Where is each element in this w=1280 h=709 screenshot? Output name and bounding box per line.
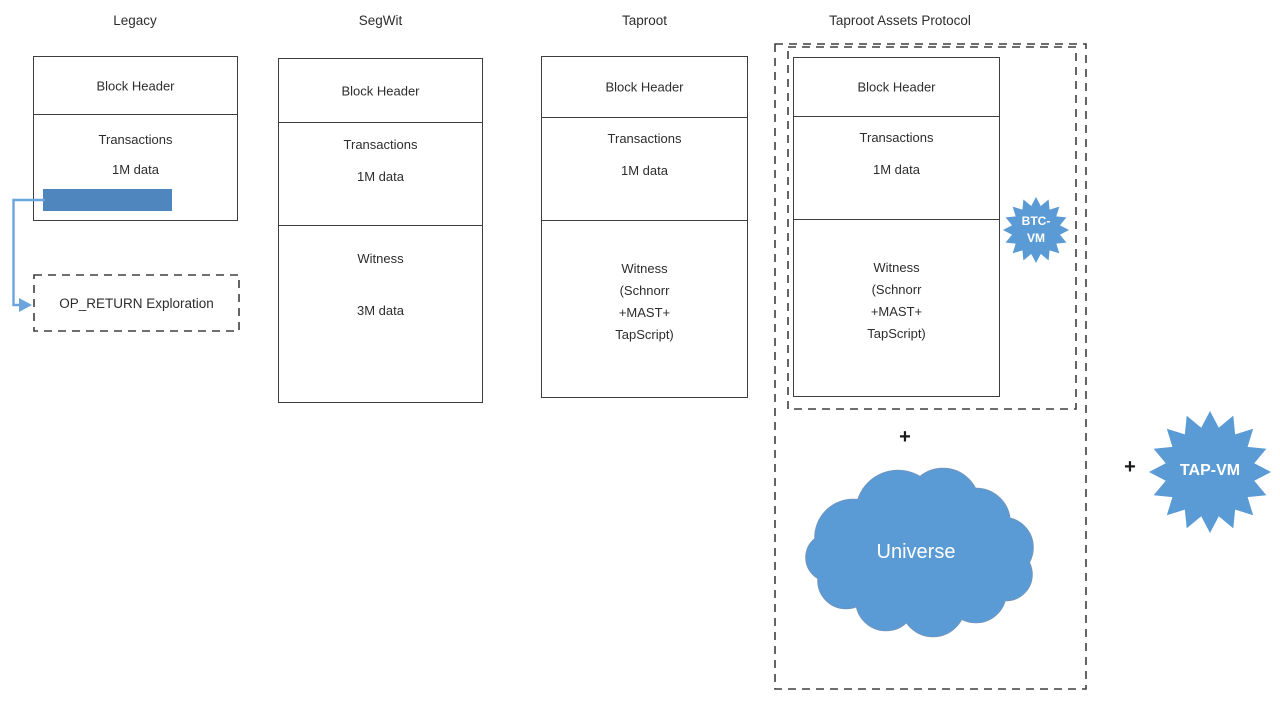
btc-vm-label: BTC- VM [1003,213,1069,247]
segwit-transactions-size-label: 1M data [357,169,404,184]
segwit-witness-size-label: 3M data [357,303,404,318]
universe-label: Universe [876,541,956,563]
taproot-assets-inner-dashed-box [787,46,1077,410]
taproot-assets-witness-line: (Schnorr [871,282,922,297]
segwit-transactions-section: Transactions 1M data [279,123,482,226]
universe-cloud-icon [805,467,1034,638]
segwit-block: Block Header Transactions 1M data Witnes… [278,58,483,403]
segwit-witness-section: Witness 3M data [279,226,482,402]
taproot-assets-witness-section: Witness (Schnorr +MAST+ TapScript) [794,220,999,396]
op-return-arrow [12,198,45,312]
taproot-assets-title: Taproot Assets Protocol [829,13,971,28]
segwit-block-header-label: Block Header [341,83,420,98]
taproot-block: Block Header Transactions 1M data Witnes… [541,56,748,398]
taproot-witness-section: Witness (Schnorr +MAST+ TapScript) [542,221,747,397]
segwit-transactions-label: Transactions [343,137,418,152]
taproot-assets-outer-dashed-box [774,43,1087,690]
universe-plus-sign: + [899,426,911,448]
legacy-block-header-section: Block Header [34,57,237,115]
taproot-block-header-section: Block Header [542,57,747,118]
segwit-block-header-section: Block Header [279,59,482,123]
taproot-assets-transactions-label: Transactions [859,130,934,145]
tap-vm-label: TAP-VM [1179,462,1241,479]
taproot-assets-block: Block Header Transactions 1M data Witnes… [793,57,1000,397]
taproot-assets-transactions-size-label: 1M data [873,162,920,177]
taproot-assets-block-header-section: Block Header [794,58,999,117]
taproot-transactions-label: Transactions [607,131,682,146]
taproot-assets-witness-line: Witness [873,260,920,275]
taproot-assets-block-header-label: Block Header [857,79,936,95]
taproot-witness-line: (Schnorr [619,283,670,298]
tap-vm-plus-sign: + [1124,456,1136,478]
tap-vm-starburst-icon [1149,411,1271,533]
taproot-assets-transactions-section: Transactions 1M data [794,117,999,220]
op-return-data-bar [43,189,172,211]
legacy-transactions-section: Transactions 1M data [34,115,237,220]
taproot-transactions-size-label: 1M data [621,163,668,178]
taproot-block-header-label: Block Header [605,79,684,95]
legacy-block-header-label: Block Header [96,78,175,93]
btc-vm-starburst-icon [1003,197,1069,263]
taproot-title: Taproot [621,13,668,28]
taproot-transactions-section: Transactions 1M data [542,118,747,221]
btc-vm-label-line2: VM [1027,231,1045,245]
op-return-dashed-box [33,274,240,332]
legacy-transactions-size-label: 1M data [112,162,159,177]
taproot-witness-line: Witness [621,261,668,276]
taproot-witness-line: TapScript) [615,327,674,342]
legacy-transactions-label: Transactions [98,132,173,147]
segwit-title: SegWit [358,13,403,28]
taproot-assets-witness-line: TapScript) [867,326,926,341]
segwit-witness-label: Witness [357,251,404,266]
btc-vm-label-line1: BTC- [1021,214,1051,228]
taproot-assets-witness-line: +MAST+ [870,304,923,319]
legacy-title: Legacy [113,13,157,28]
op-return-label: OP_RETURN Exploration [59,295,214,311]
taproot-witness-line: +MAST+ [618,305,671,320]
